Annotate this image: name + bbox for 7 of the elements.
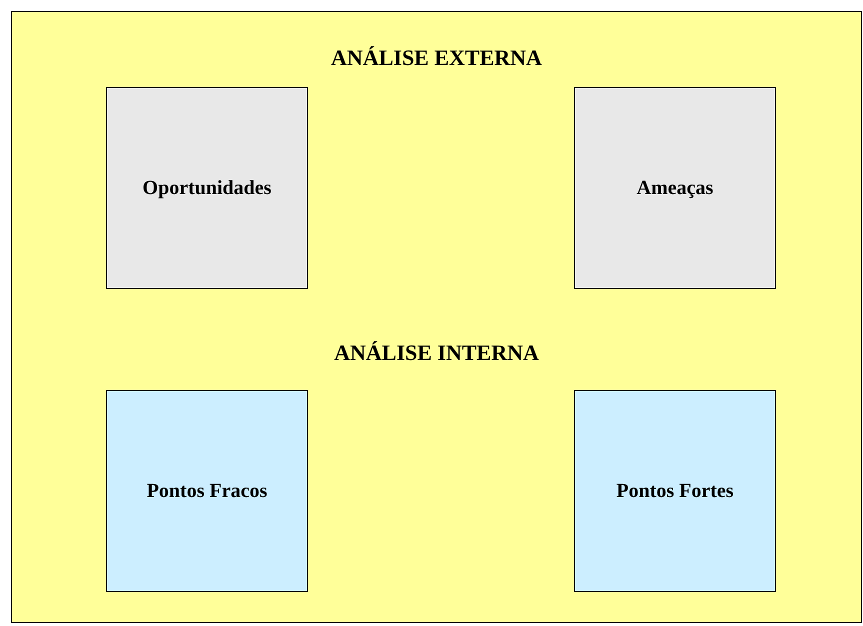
section-heading: ANÁLISE EXTERNA bbox=[331, 45, 542, 71]
category-box: Pontos Fracos bbox=[106, 390, 308, 592]
category-box: Oportunidades bbox=[106, 87, 308, 289]
section-heading: ANÁLISE INTERNA bbox=[334, 340, 539, 366]
category-box: Ameaças bbox=[574, 87, 776, 289]
category-box: Pontos Fortes bbox=[574, 390, 776, 592]
panel-background bbox=[11, 11, 862, 623]
